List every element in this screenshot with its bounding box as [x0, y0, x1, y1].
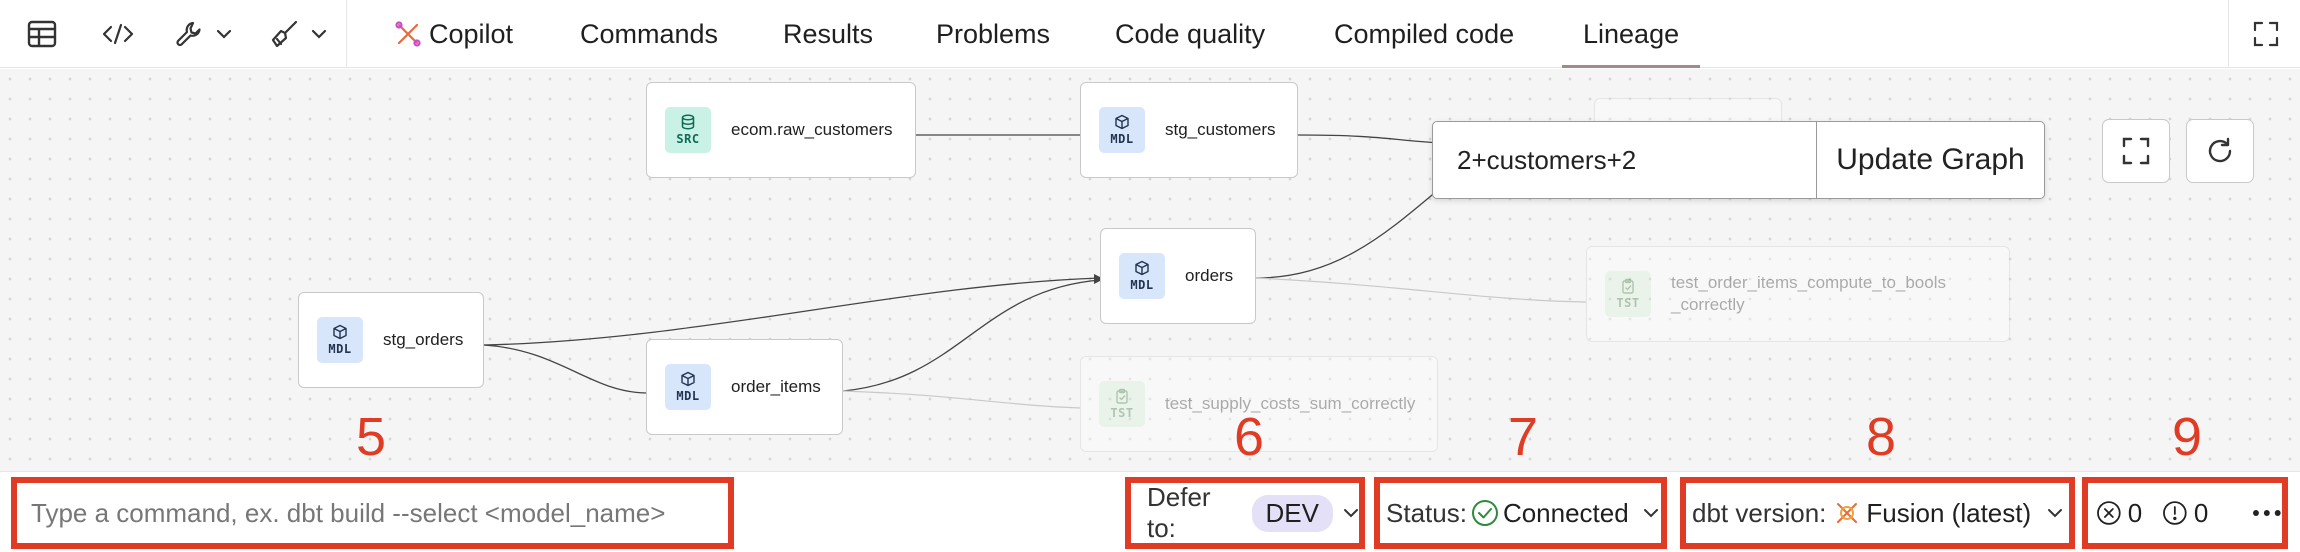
- tab-problems[interactable]: Problems: [936, 0, 1050, 68]
- chevron-down-icon: [1643, 508, 1659, 518]
- clipboard-check-icon: [1622, 278, 1634, 294]
- node-stg-customers[interactable]: MDL stg_customers: [1080, 82, 1298, 178]
- dbt-version-selector[interactable]: dbt version: Fusion (latest): [1680, 477, 2075, 549]
- test-badge: TST: [1605, 271, 1651, 317]
- node-test-order-items-compute[interactable]: TST test_order_items_compute_to_bools _c…: [1586, 246, 2010, 342]
- dbt-version-value: Fusion (latest): [1866, 497, 2032, 528]
- badge-code: SRC: [676, 132, 700, 146]
- test-badge: TST: [1099, 381, 1145, 427]
- warning-count: 0: [2193, 497, 2209, 528]
- refresh-icon: [2208, 137, 2232, 163]
- node-test-supply-costs[interactable]: TST test_supply_costs_sum_correctly: [1080, 356, 1438, 452]
- dbt-version-label: dbt version:: [1692, 497, 1827, 528]
- badge-code: MDL: [676, 389, 700, 403]
- model-badge: MDL: [665, 364, 711, 410]
- node-orders[interactable]: MDL orders: [1100, 228, 1256, 324]
- wrench-menu-button[interactable]: [168, 14, 238, 54]
- tab-code-quality[interactable]: Code quality: [1115, 0, 1265, 68]
- badge-code: MDL: [328, 342, 352, 356]
- broom-menu-button[interactable]: [262, 14, 334, 54]
- update-graph-button[interactable]: Update Graph: [1836, 143, 2025, 176]
- node-order-items[interactable]: MDL order_items: [646, 339, 843, 435]
- tab-copilot[interactable]: Copilot: [393, 0, 513, 68]
- node-label: stg_customers: [1165, 120, 1276, 139]
- command-input[interactable]: [25, 483, 728, 543]
- cube-icon: [681, 371, 695, 387]
- node-label: test_supply_costs_sum_correctly: [1165, 394, 1416, 413]
- command-box: [11, 477, 734, 549]
- chevron-down-icon: [2047, 508, 2063, 518]
- refresh-button[interactable]: [2186, 119, 2254, 183]
- node-label: stg_orders: [383, 330, 464, 349]
- cube-icon: [1115, 114, 1129, 130]
- copilot-icon: [395, 21, 421, 47]
- chevron-down-icon: [216, 29, 232, 39]
- warning-icon: [2163, 501, 2187, 525]
- status-value: Connected: [1502, 497, 1629, 528]
- fullscreen-icon: [2122, 137, 2150, 165]
- tab-copilot-label: Copilot: [429, 18, 514, 49]
- tab-commands-label: Commands: [580, 18, 719, 49]
- table-icon[interactable]: [22, 14, 62, 54]
- graph-selector-input[interactable]: [1433, 122, 1817, 198]
- check-circle-icon: [1471, 500, 1498, 526]
- node-stg-orders[interactable]: MDL stg_orders: [298, 292, 484, 388]
- marker-8: 8: [1866, 407, 1897, 467]
- tab-results-label: Results: [783, 18, 874, 49]
- node-label: ecom.raw_customers: [731, 120, 893, 139]
- node-label: test_order_items_compute_to_bools _corre…: [1671, 272, 1946, 316]
- node-label: order_items: [731, 377, 821, 396]
- source-badge: SRC: [665, 107, 711, 153]
- tab-problems-label: Problems: [936, 18, 1051, 49]
- defer-env-badge: DEV: [1251, 494, 1333, 532]
- wrench-icon: [176, 21, 201, 47]
- status-selector[interactable]: Status: Connected: [1374, 477, 1667, 549]
- defer-label: Defer to:: [1147, 482, 1211, 543]
- model-badge: MDL: [1119, 253, 1165, 299]
- fit-view-button[interactable]: [2102, 119, 2170, 183]
- tab-lineage[interactable]: Lineage: [1561, 0, 1701, 68]
- toolbar: Copilot Commands Results Problems Code q…: [0, 0, 2300, 68]
- model-badge: MDL: [1099, 107, 1145, 153]
- marker-5: 5: [356, 407, 387, 467]
- database-icon: [681, 114, 695, 130]
- cube-icon: [1135, 260, 1149, 276]
- node-ecom-raw-customers[interactable]: SRC ecom.raw_customers: [646, 82, 916, 178]
- status-label: Status:: [1386, 497, 1467, 528]
- cube-icon: [333, 324, 347, 340]
- marker-9: 9: [2172, 407, 2203, 467]
- tab-compiled-code-label: Compiled code: [1334, 18, 1515, 49]
- defer-selector[interactable]: Defer to: DEV: [1125, 477, 1365, 549]
- code-icon[interactable]: [98, 14, 138, 54]
- node-label-line: test_order_items_compute_to_bools: [1671, 273, 1946, 292]
- more-icon: [2253, 510, 2282, 516]
- error-icon: [2097, 501, 2121, 525]
- broom-icon: [271, 20, 298, 48]
- marker-7: 7: [1508, 407, 1539, 467]
- error-count: 0: [2127, 497, 2143, 528]
- chevron-down-icon: [311, 29, 327, 39]
- problems-summary[interactable]: 0 0: [2082, 477, 2288, 549]
- tab-code-quality-label: Code quality: [1115, 18, 1266, 49]
- badge-code: TST: [1616, 296, 1640, 310]
- chevron-down-icon: [1343, 508, 1359, 518]
- badge-code: MDL: [1130, 278, 1154, 292]
- toolbar-divider: [346, 0, 347, 68]
- badge-code: TST: [1110, 406, 1134, 420]
- fusion-icon: [1837, 503, 1858, 523]
- node-label-line: _correctly: [1671, 295, 1745, 314]
- tab-lineage-label: Lineage: [1583, 18, 1680, 49]
- tab-commands[interactable]: Commands: [580, 0, 718, 68]
- toolbar-divider: [2228, 0, 2229, 68]
- marker-6: 6: [1234, 407, 1265, 467]
- badge-code: MDL: [1110, 132, 1134, 146]
- model-badge: MDL: [317, 317, 363, 363]
- graph-selector: Update Graph: [1432, 121, 2045, 199]
- expand-icon[interactable]: [2250, 14, 2282, 54]
- tab-compiled-code[interactable]: Compiled code: [1334, 0, 1514, 68]
- clipboard-check-icon: [1116, 388, 1128, 404]
- tab-results[interactable]: Results: [783, 0, 873, 68]
- node-label: orders: [1185, 266, 1234, 285]
